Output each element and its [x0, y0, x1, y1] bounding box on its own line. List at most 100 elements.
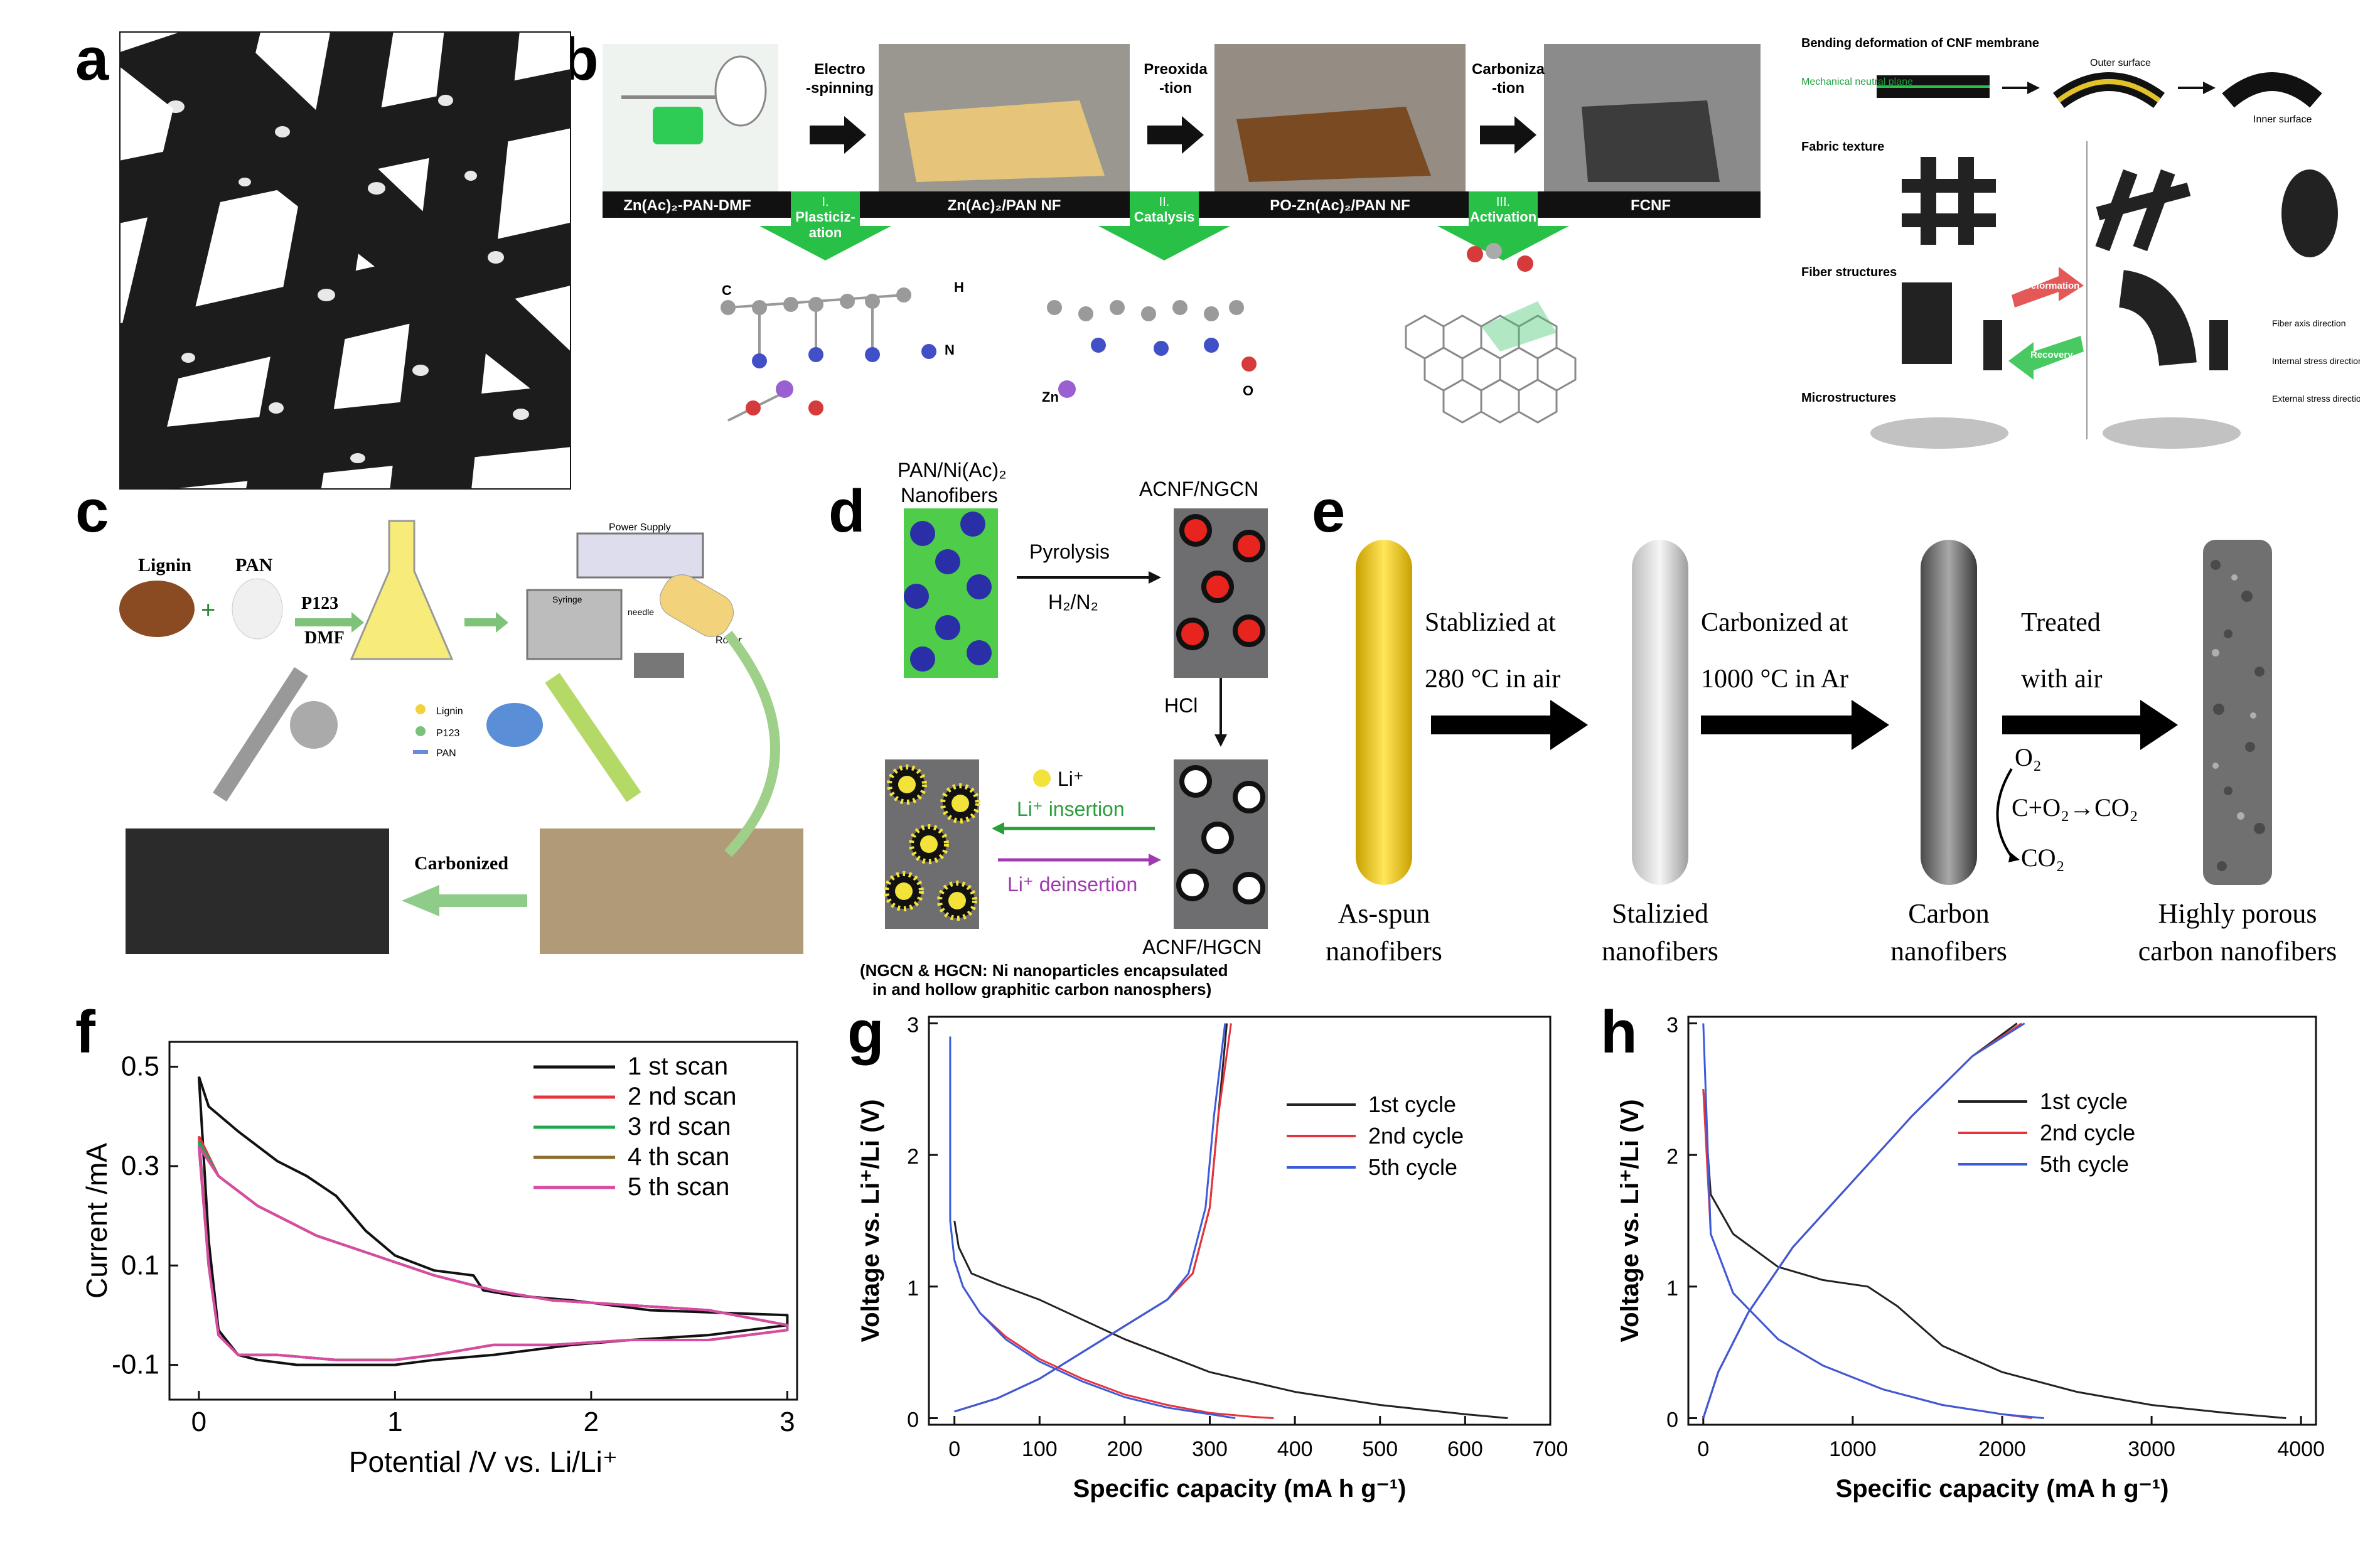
- series-line-1st-cycle-charge: [954, 1023, 1228, 1413]
- panel-label-c: c: [75, 478, 109, 545]
- power-supply-label: Power Supply: [609, 522, 671, 533]
- atom-zn: Zn: [1042, 389, 1059, 405]
- legend-label: 2 nd scan: [628, 1083, 736, 1110]
- x-tick-label: 400: [1277, 1437, 1313, 1461]
- y-tick-label: 0: [1666, 1408, 1678, 1432]
- pan-label: PAN: [235, 555, 273, 576]
- graphene-lattice: [1405, 314, 1577, 424]
- porous-fiber-network-image: [119, 31, 571, 490]
- x-tick-label: 300: [1192, 1437, 1228, 1461]
- li-ion-label: Li⁺: [1058, 768, 1084, 790]
- panel-label-d: d: [828, 478, 866, 545]
- x-axis-label: Specific capacity (mA h g⁻¹): [1836, 1475, 2169, 1503]
- e-label1-l2: nanofibers: [1326, 936, 1442, 967]
- li-deinsertion-label: Li⁺ deinsertion: [1007, 873, 1137, 896]
- y-tick-label: 3: [907, 1013, 919, 1037]
- x-axis-label: Potential /V vs. Li/Li⁺: [349, 1445, 618, 1478]
- y-axis-label: Voltage vs. Li⁺/Li (V): [1616, 1099, 1644, 1342]
- e-label1-l1: As-spun: [1338, 898, 1430, 929]
- e-o2: O₂: [2015, 743, 2042, 771]
- legend-label: 1st cycle: [1368, 1091, 1456, 1117]
- legend-label: 5th cycle: [2040, 1151, 2129, 1177]
- panel-label-h: h: [1600, 999, 1638, 1066]
- bending-deformation-panel: Bending deformation of CNF membrane Mech…: [1801, 36, 2360, 449]
- x-tick-label: 2: [584, 1407, 599, 1437]
- x-tick-label: 0: [191, 1407, 206, 1437]
- legend-label: 1 st scan: [628, 1053, 728, 1080]
- atom-h: H: [954, 279, 964, 295]
- bar-label-2: Zn(Ac)₂/PAN NF: [948, 197, 1061, 214]
- pan-ni-label-2: Nanofibers: [901, 484, 998, 507]
- recovery-label: Recovery: [2030, 350, 2073, 360]
- x-tick-label: 1: [387, 1407, 402, 1437]
- e-step1-l2: 280 °C in air: [1425, 665, 1560, 694]
- x-tick-label: 700: [1533, 1437, 1568, 1461]
- panel-b-drawing: Electro -spinning Preoxida -tion Carboni…: [603, 44, 1761, 424]
- x-tick-label: 200: [1107, 1437, 1143, 1461]
- step-carboniza: Carboniza: [1472, 61, 1545, 78]
- step-tion-2: -tion: [1492, 80, 1525, 97]
- x-tick-label: 0: [1697, 1437, 1709, 1461]
- legend-p123: P123: [436, 728, 459, 739]
- lignin-label: Lignin: [138, 555, 191, 576]
- e-step1-l1: Stablizied at: [1425, 608, 1556, 637]
- arrow1-l2: ation: [809, 225, 842, 240]
- asspun-fiber: [1356, 540, 1412, 885]
- bar-label-4: FCNF: [1631, 197, 1671, 214]
- fabric-texture: Fabric texture: [1801, 140, 1884, 154]
- carbonized-label: Carbonized: [414, 853, 508, 874]
- legend-label: 2nd cycle: [2040, 1120, 2135, 1145]
- panel-label-e: e: [1312, 478, 1346, 545]
- y-tick-label: 2: [1666, 1145, 1678, 1169]
- panel-c-schematic: Lignin PAN + P123 DMF Power Supply Rolle…: [119, 520, 803, 954]
- fiber-structures: Fiber structures: [1801, 265, 1897, 279]
- legend-lignin: Lignin: [436, 706, 463, 717]
- x-tick-label: 600: [1447, 1437, 1483, 1461]
- x-tick-label: 0: [948, 1437, 960, 1461]
- e-label3-l1: Carbon: [1908, 898, 1990, 929]
- legend-label: 4 th scan: [628, 1143, 729, 1171]
- series-line-1st-cycle: [953, 1220, 1508, 1419]
- e-label2-l2: nanofibers: [1602, 936, 1718, 967]
- e-step2-l1: Carbonized at: [1701, 608, 1848, 637]
- x-tick-label: 4000: [2277, 1437, 2325, 1461]
- legend-label: 5 th scan: [628, 1173, 729, 1201]
- x-tick-label: 500: [1362, 1437, 1398, 1461]
- x-tick-label: 3000: [2128, 1437, 2175, 1461]
- y-axis-label: Voltage vs. Li⁺/Li (V): [857, 1099, 884, 1342]
- p123-label: P123: [301, 594, 338, 613]
- needle-label: needle: [628, 607, 654, 617]
- series-line-2nd-cycle: [953, 1260, 1274, 1419]
- step-electro: Electro: [814, 61, 865, 78]
- gas-label: H₂/N₂: [1048, 591, 1098, 613]
- arrow2-num: II.: [1159, 195, 1170, 209]
- y-tick-label: 3: [1666, 1013, 1678, 1037]
- deformation-label: Deformation: [2024, 281, 2079, 291]
- dmf-label: DMF: [304, 628, 345, 648]
- outer-surface: Outer surface: [2090, 58, 2151, 68]
- series-line-5th-cycle: [949, 1036, 1236, 1419]
- y-tick-label: 1: [1666, 1277, 1678, 1300]
- hcl-label: HCl: [1164, 694, 1198, 717]
- bending-title-text: Bending deformation of CNF membrane: [1801, 36, 2039, 50]
- syringe-label: Syringe: [552, 594, 582, 604]
- pyrolysis-label: Pyrolysis: [1029, 540, 1110, 563]
- panel-d-schematic: PAN/Ni(Ac)₂ Nanofibers Pyrolysis H₂/N₂ A…: [860, 459, 1268, 998]
- e-label4-l1: Highly porous: [2158, 898, 2317, 929]
- y-tick-label: 0.5: [121, 1051, 159, 1082]
- arrow1-num: I.: [822, 195, 828, 209]
- arrow2-l1: Catalysis: [1134, 209, 1195, 225]
- inner-surface: Inner surface: [2253, 114, 2312, 125]
- panel-label-a: a: [75, 26, 109, 93]
- e-co2: CO₂: [2021, 844, 2065, 872]
- legend-label: 2nd cycle: [1368, 1123, 1464, 1149]
- carbon-fiber: [1921, 540, 1977, 885]
- step-spinning: -spinning: [806, 80, 874, 97]
- atom-n: N: [945, 342, 955, 358]
- series-line-5th-cycle-charge: [1702, 1022, 2025, 1418]
- e-label2-l1: Stalizied: [1612, 898, 1708, 929]
- pan-ni-label-1: PAN/Ni(Ac)₂: [898, 459, 1007, 481]
